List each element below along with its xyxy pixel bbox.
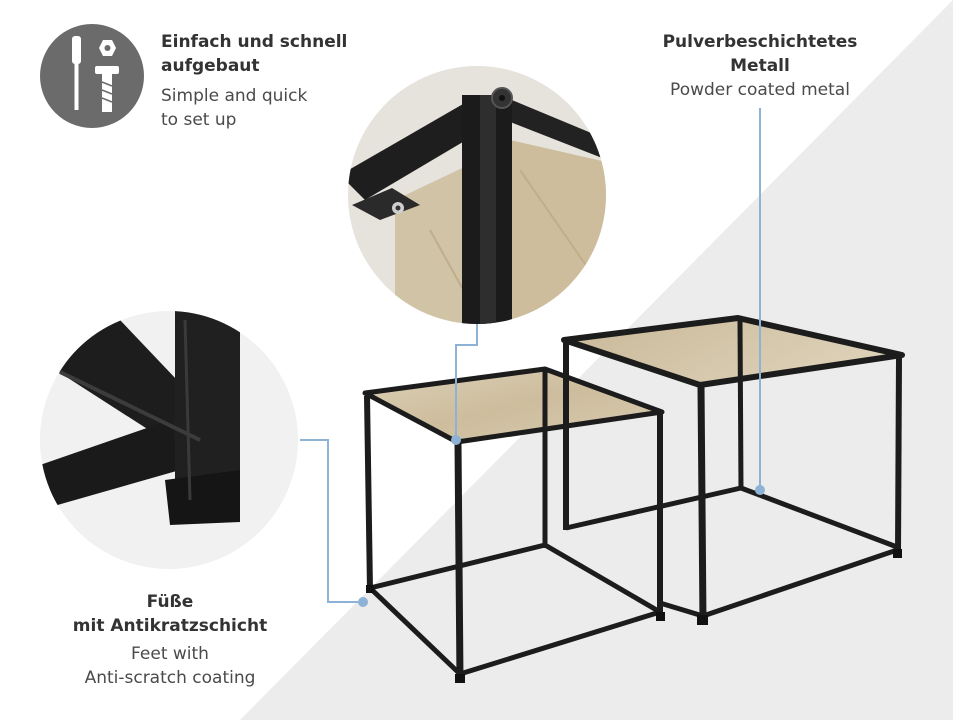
feature-metal-de-line-2: Metall [730,56,790,76]
callout-lines [300,108,761,603]
feature-metal: Pulverbeschichtetes Metall Powder coated… [640,30,880,102]
feature-setup-en: Simple and quick to set up [161,84,347,132]
feature-feet-de: Füße mit Antikratzschicht [64,590,276,638]
small-nesting-table [362,366,665,683]
detail-circle-corner [348,66,606,324]
feature-feet-en: Feet with Anti-scratch coating [64,642,276,690]
feature-feet-de-line-2: mit Antikratzschicht [72,616,268,636]
feature-metal-en-line-1: Powder coated metal [670,80,850,100]
feature-feet-de-line-1: Füße [146,592,194,612]
feature-feet-en-line-2: Anti-scratch coating [84,668,256,688]
feature-feet-en-line-1: Feet with [131,644,209,664]
large-nesting-table [561,315,905,625]
callout-line-feet [300,439,362,603]
feature-metal-en: Powder coated metal [640,78,880,102]
feature-setup-de-line-2: aufgebaut [161,56,260,76]
callout-dot-top-detail [451,435,461,445]
callout-line-top-detail [455,316,478,440]
large-table-top [561,315,905,388]
feature-setup-de-line-1: Einfach und schnell [161,32,348,52]
feature-metal-de-line-1: Pulverbeschichtetes [662,32,858,52]
feature-setup-en-line-1: Simple and quick [161,86,308,106]
tools-icon [40,24,144,128]
feature-setup-en-line-2: to set up [161,110,237,130]
diagonal-background-band [240,0,953,720]
small-table-top [362,366,665,445]
feature-metal-de: Pulverbeschichtetes Metall [640,30,880,78]
callout-dot-metal [755,485,765,495]
feature-feet: Füße mit Antikratzschicht Feet with Anti… [64,590,276,690]
feature-setup: Einfach und schnell aufgebaut Simple and… [161,30,347,132]
callout-dot-feet [358,597,368,607]
feature-setup-de: Einfach und schnell aufgebaut [161,30,347,78]
detail-circle-foot [40,311,298,569]
